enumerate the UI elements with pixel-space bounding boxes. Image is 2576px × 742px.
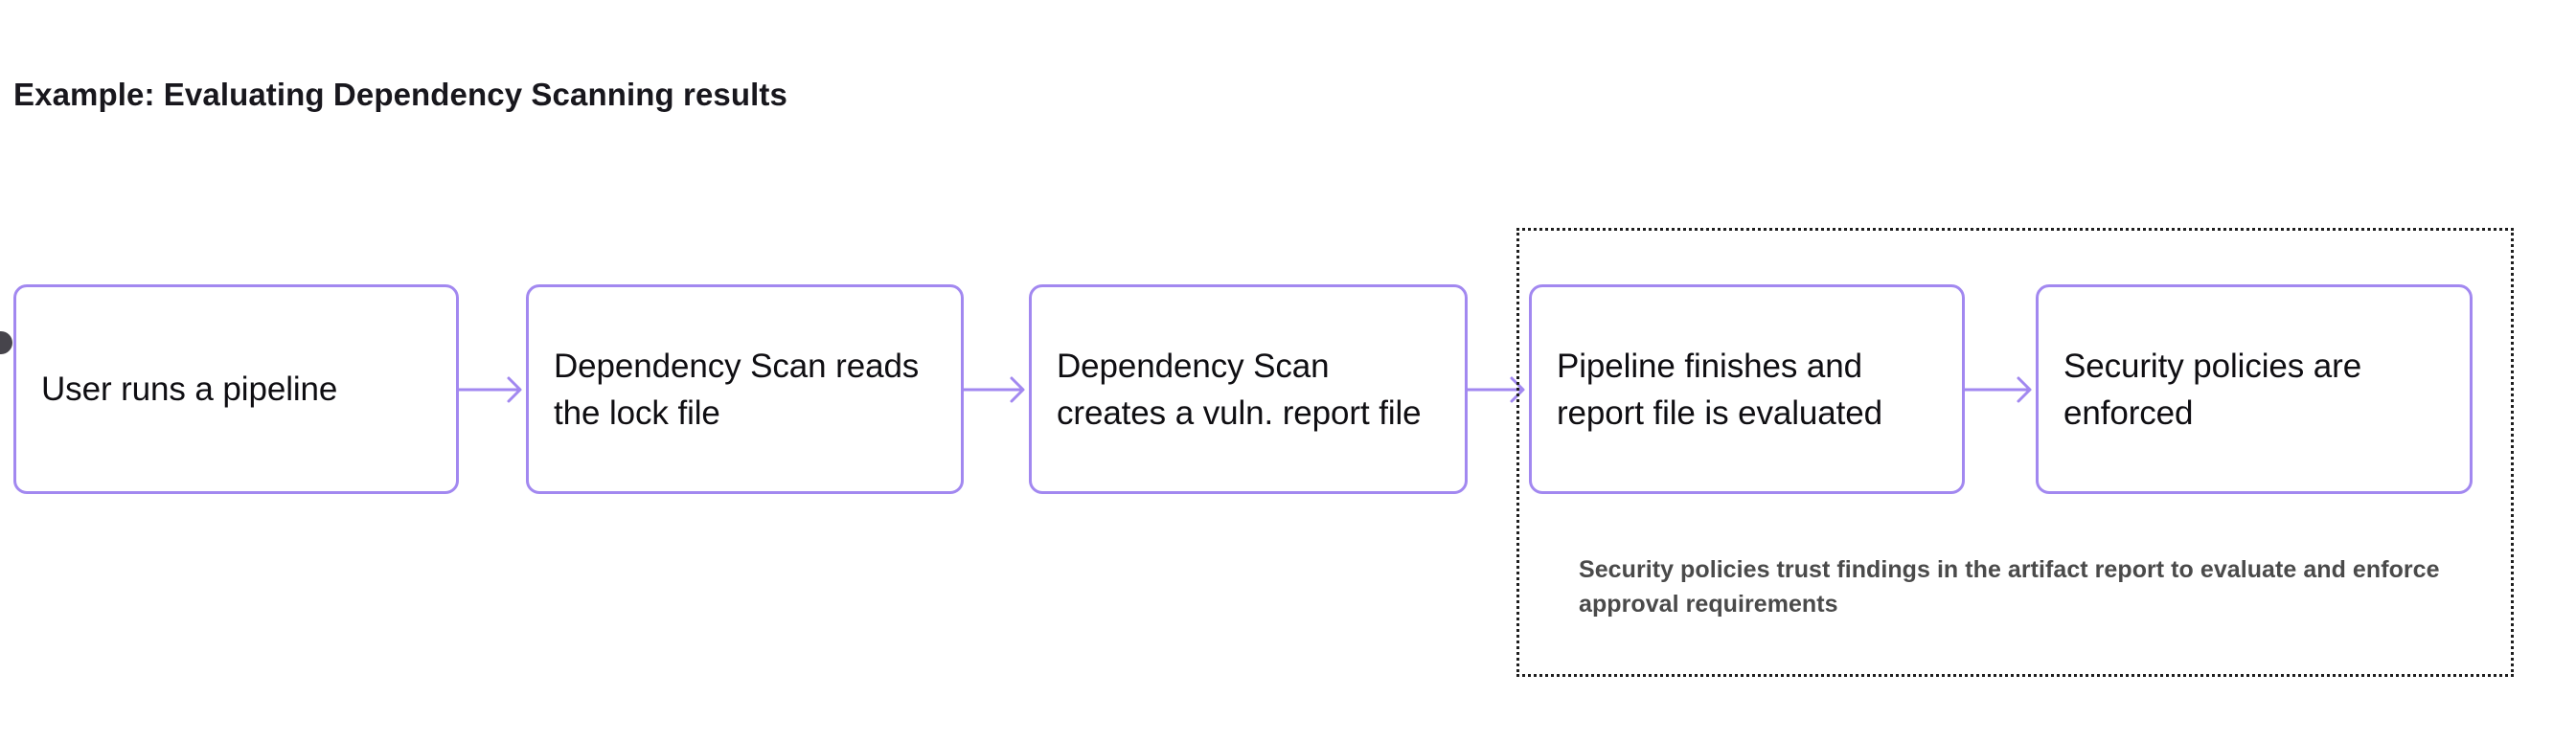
connector-arrow-2 <box>964 371 1031 409</box>
policy-evaluation-group <box>1516 228 2514 677</box>
group-caption: Security policies trust findings in the … <box>1579 556 2440 618</box>
flow-node-security-policies-enforced[interactable]: Security policies are enforced <box>2036 284 2473 494</box>
connector-arrow-3 <box>1468 371 1531 409</box>
flow-node-label: Security policies are enforced <box>2063 347 2362 432</box>
flow-node-user-runs-pipeline[interactable]: User runs a pipeline <box>13 284 459 494</box>
flow-node-label: User runs a pipeline <box>41 371 338 408</box>
flow-node-dependency-scan-reads-lock-file[interactable]: Dependency Scan reads the lock file <box>526 284 964 494</box>
connector-arrow-1 <box>459 371 528 409</box>
connector-arrow-4 <box>1965 371 2038 409</box>
flow-node-label: Pipeline finishes and report file is eva… <box>1557 347 1883 432</box>
connection-handle-icon[interactable] <box>0 331 12 354</box>
flow-node-dependency-scan-creates-report[interactable]: Dependency Scan creates a vuln. report f… <box>1029 284 1468 494</box>
flow-node-label: Dependency Scan creates a vuln. report f… <box>1057 347 1422 432</box>
page-title: Example: Evaluating Dependency Scanning … <box>13 77 787 112</box>
flow-node-pipeline-finishes-report-evaluated[interactable]: Pipeline finishes and report file is eva… <box>1529 284 1965 494</box>
flow-node-label: Dependency Scan reads the lock file <box>554 347 920 432</box>
